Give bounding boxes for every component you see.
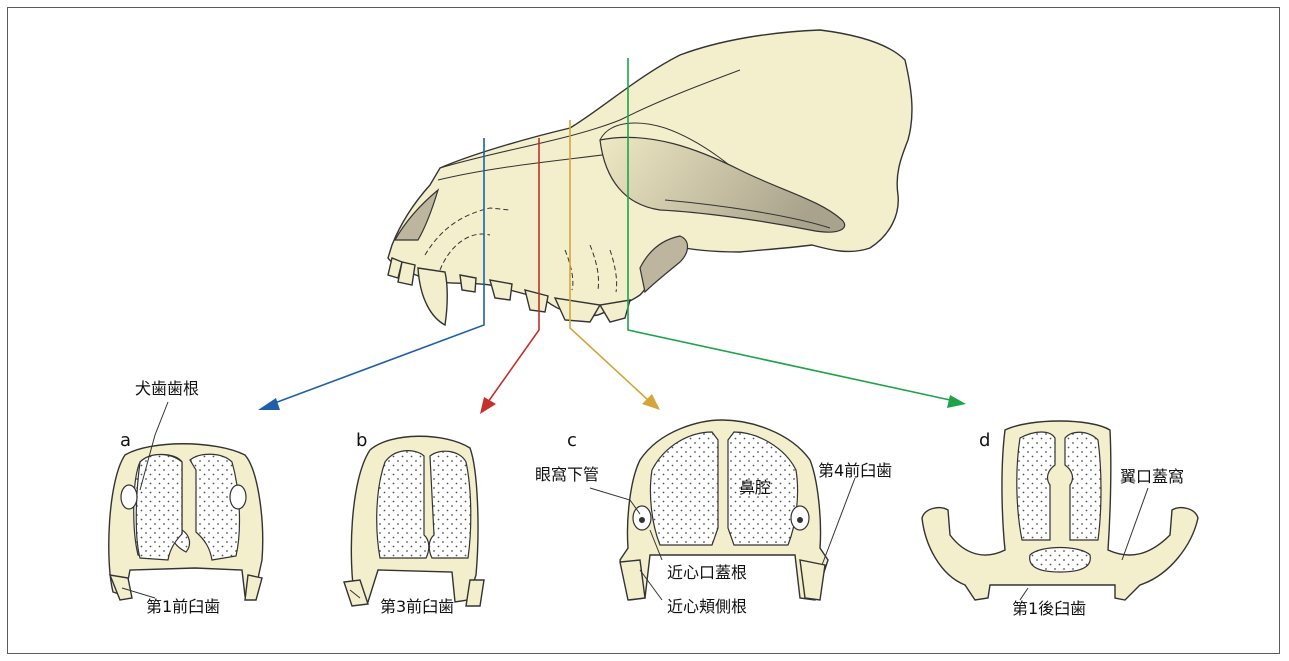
label-canine-root: 犬歯歯根 — [135, 379, 199, 398]
panel-letter-b: b — [356, 430, 367, 451]
label-mesiopalatal-root: 近心口蓋根 — [667, 563, 747, 582]
label-tooth-d: 第1後臼歯 — [1012, 599, 1086, 618]
label-nasal-cavity: 鼻腔 — [739, 478, 771, 497]
skull-lateral-view — [388, 30, 912, 325]
label-tooth-b: 第3前臼歯 — [380, 597, 454, 616]
panel-letter-d: d — [979, 430, 990, 451]
cross-section-d — [922, 421, 1198, 600]
label-infraorbital-canal: 眼窩下管 — [535, 465, 599, 484]
label-tooth-c: 第4前臼歯 — [818, 461, 892, 480]
cross-section-a — [109, 444, 263, 600]
label-pterygopalatine-fossa: 翼口蓋窩 — [1120, 467, 1184, 486]
panel-letter-a: a — [120, 430, 131, 451]
label-tooth-a: 第1前臼歯 — [146, 597, 220, 616]
label-mesiobuccal-root: 近心頬側根 — [667, 597, 747, 616]
cross-section-b — [344, 436, 484, 606]
panel-letter-c: c — [567, 430, 577, 451]
